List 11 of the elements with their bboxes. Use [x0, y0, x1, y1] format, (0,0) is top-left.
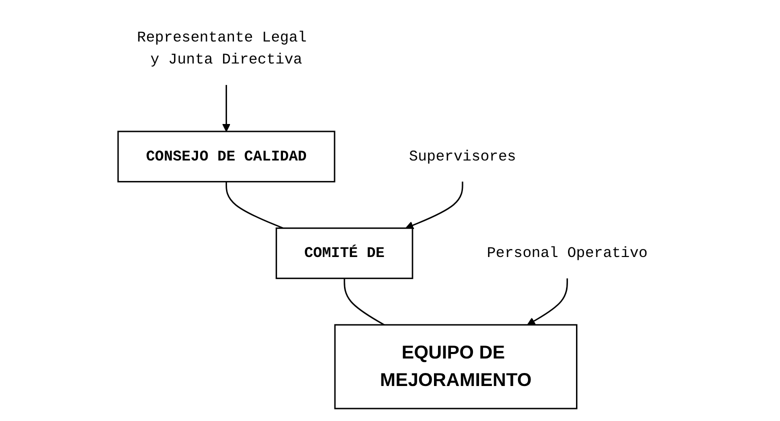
- node-text: Personal Operativo: [486, 244, 648, 262]
- node-box: EQUIPO DE MEJORAMIENTO: [334, 324, 577, 410]
- arrow: [526, 278, 568, 326]
- node-text: Supervisores: [408, 148, 516, 165]
- node-text: Representante Legal y Junta Directiva: [136, 29, 306, 68]
- connector: [225, 182, 283, 229]
- arrow: [404, 182, 463, 230]
- node-box: CONSEJO DE CALIDAD: [116, 130, 335, 182]
- connector: [343, 278, 384, 326]
- arrow: [222, 84, 230, 132]
- node-box: COMITÉ DE: [275, 227, 413, 280]
